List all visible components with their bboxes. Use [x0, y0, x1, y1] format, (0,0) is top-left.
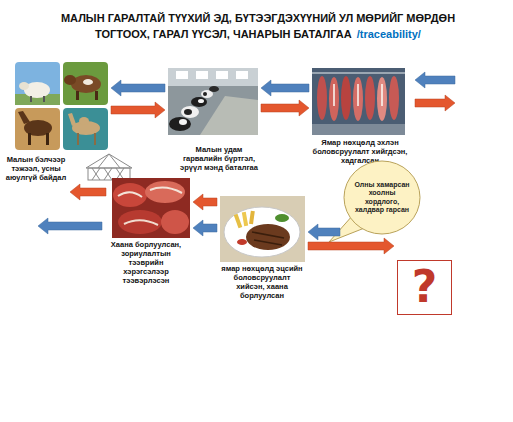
raw-meat-photo [112, 178, 190, 238]
image-node: ямар нөхцөлд эцсийн боловсруулалт хийсэн… [220, 196, 305, 262]
block-arrow [308, 238, 394, 254]
image-node: Ямар нөхцөлд эхлэн боловсруулалт хийгдсэ… [312, 68, 405, 135]
ger-sketch [86, 154, 132, 180]
image-node: Малын бэлчээр тэжээл, усны аюулгүй байда… [15, 62, 108, 150]
caption-text: Малын бэлчээр тэжээл, усны аюулгүй байда… [0, 155, 72, 182]
processing-photo [312, 68, 405, 135]
block-arrow [193, 220, 217, 236]
caption-text: Малын удам гарвалийн бүртгэл, эрүүл мэнд… [178, 145, 260, 172]
question-mark: ? [398, 261, 451, 314]
speech-bubble: Олны хамарсан хоолны хордлого, халдвар г… [343, 160, 421, 235]
block-arrow [308, 224, 340, 240]
title-block: МАЛЫН ГАРАЛТАЙ ТҮҮХИЙ ЭД, БҮТЭЭГДЭХҮҮНИЙ… [38, 10, 478, 42]
caption-text: Ямар нөхцөлд эхлэн боловсруулалт хийгдсэ… [312, 138, 408, 165]
bubble-body [344, 161, 420, 234]
livestock-photo [15, 62, 108, 150]
farm-photo [168, 68, 258, 135]
block-arrow [111, 102, 165, 118]
image-node: Малын удам гарвалийн бүртгэл, эрүүл мэнд… [168, 68, 258, 135]
caption-text: ямар нөхцөлд эцсийн боловсруулалт хийсэн… [220, 264, 304, 300]
question-box: ? [397, 260, 452, 315]
image-node: Хаана борлуулсан, зориулалтын тээврийн х… [112, 178, 190, 238]
block-arrow [261, 100, 309, 116]
loose-arrows [38, 72, 455, 234]
block-arrow [111, 80, 165, 96]
block-arrow [193, 194, 217, 210]
steak-photo [220, 196, 305, 262]
keyword-label: /traceability/ [357, 28, 421, 40]
bubble-text: Олны хамарсан хоолны хордлого, халдвар г… [353, 160, 411, 235]
caption-text: Хаана борлуулсан, зориулалтын тээврийн х… [106, 240, 186, 285]
block-arrow [261, 80, 309, 96]
